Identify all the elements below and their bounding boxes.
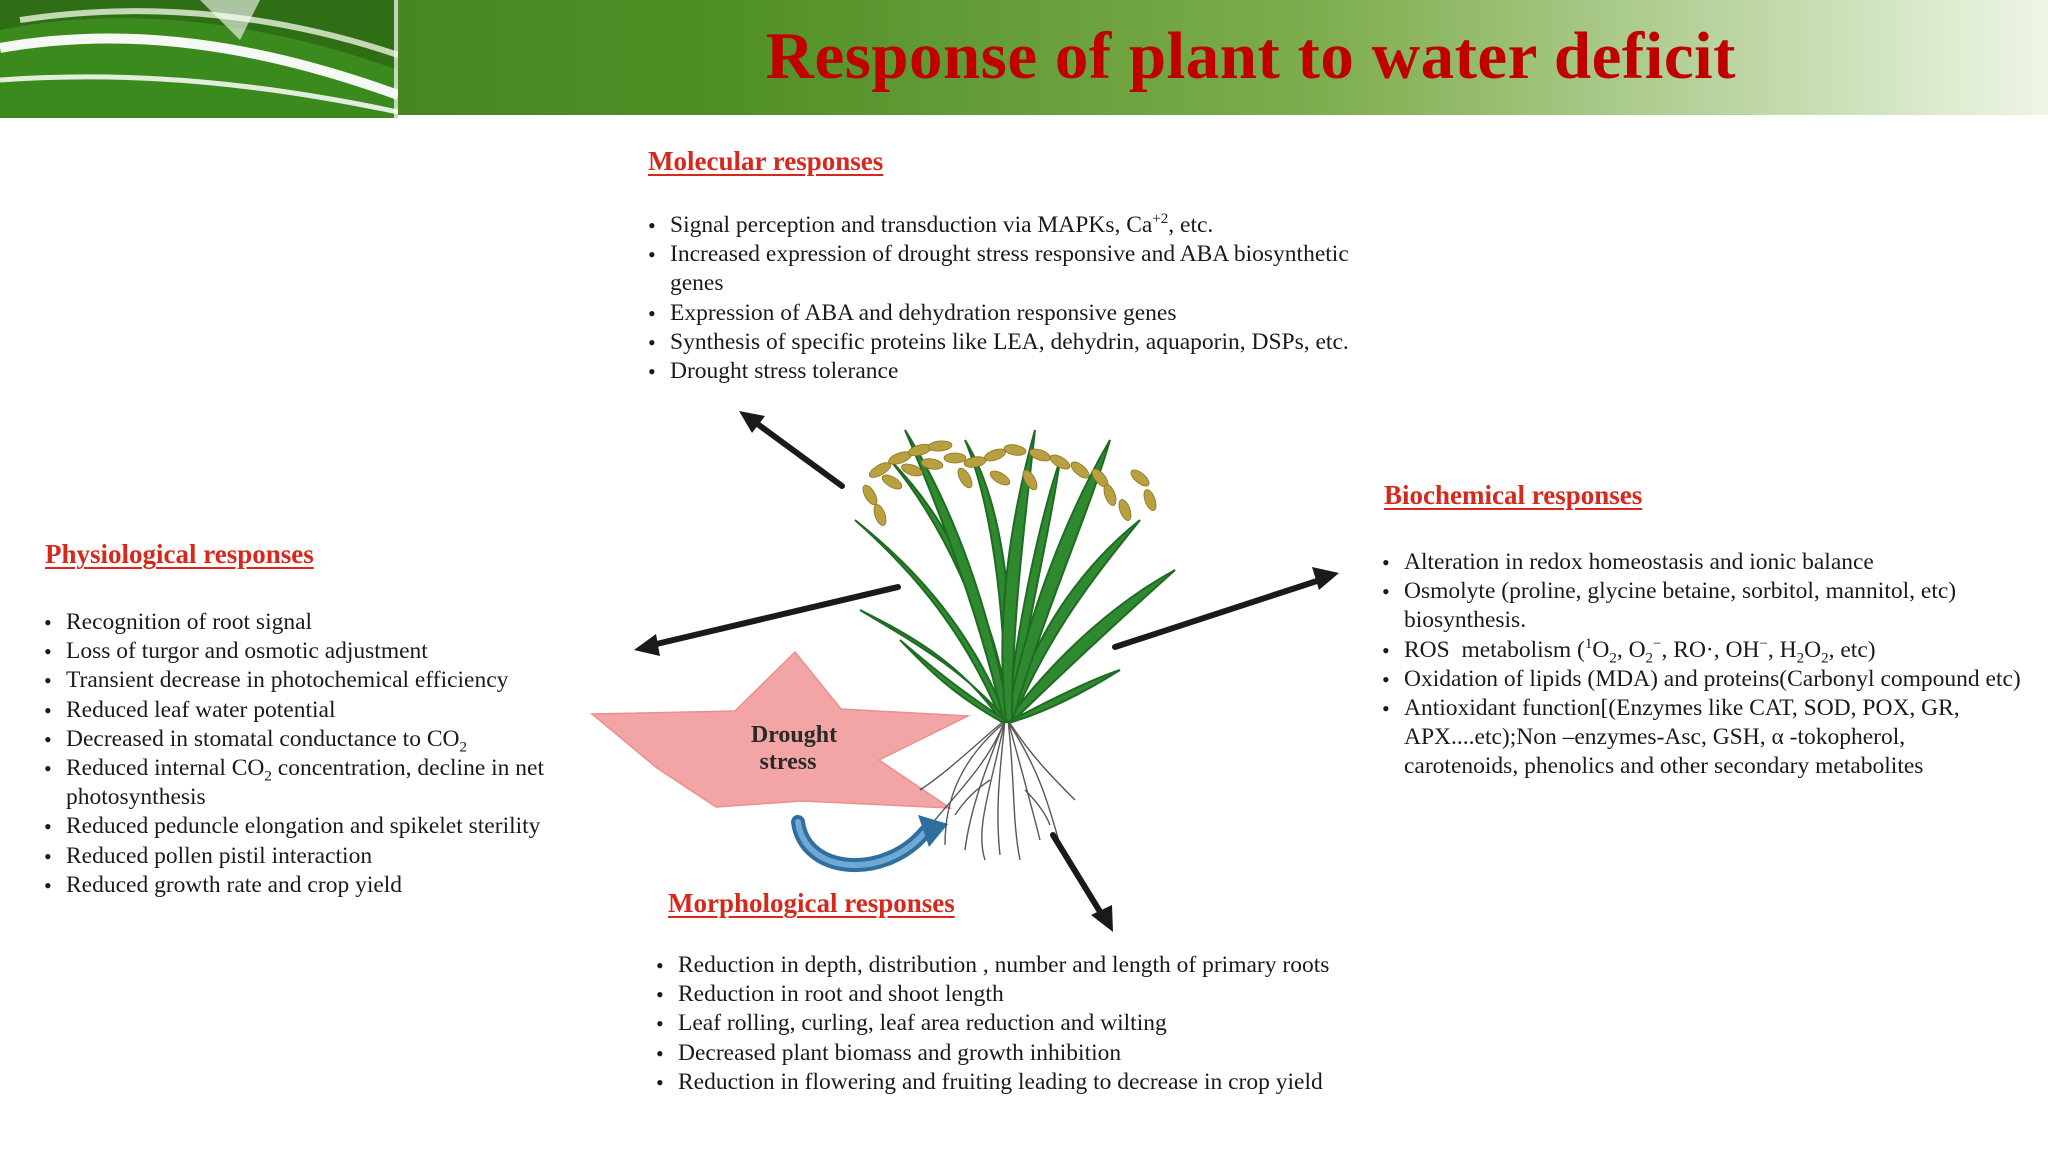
list-item: Expression of ABA and dehydration respon…: [648, 299, 1388, 328]
morphological-heading: Morphological responses: [668, 888, 955, 918]
list-item: Signal perception and transduction via M…: [648, 211, 1388, 240]
morphological-list: Reduction in depth, distribution , numbe…: [656, 951, 1456, 1097]
list-item: Oxidation of lipids (MDA) and proteins(C…: [1382, 665, 2022, 694]
arrow-to-physiological: [645, 584, 901, 649]
physiological-heading: Physiological responses: [45, 539, 314, 569]
biochemical-list: Alteration in redox homeostasis and ioni…: [1382, 548, 2022, 782]
list-item: Transient decrease in photochemical effi…: [44, 666, 644, 695]
arrow-to-biochemical: [1112, 577, 1323, 650]
list-item: Recognition of root signal: [44, 608, 644, 637]
list-item: Reduction in flowering and fruiting lead…: [656, 1068, 1456, 1097]
drought-label-line1: Drought: [751, 722, 837, 748]
list-item: ROS metabolism (1O2, O2−, RO·, OH−, H2O2…: [1382, 636, 2022, 666]
list-item: Loss of turgor and osmotic adjustment: [44, 637, 644, 666]
list-item: Alteration in redox homeostasis and ioni…: [1382, 548, 2022, 577]
list-item: Osmolyte (proline, glycine betaine, sorb…: [1382, 577, 2022, 635]
list-item: Leaf rolling, curling, leaf area reducti…: [656, 1009, 1456, 1038]
arrow-to-molecular: [749, 417, 845, 489]
molecular-heading: Molecular responses: [648, 146, 884, 176]
list-item: Drought stress tolerance: [648, 357, 1388, 386]
rice-plant-illustration: [854, 429, 1176, 861]
banner-swoosh-decoration: [0, 0, 398, 118]
drought-label-line2: stress: [760, 749, 817, 775]
physiological-list: Recognition of root signal Loss of turgo…: [44, 608, 644, 900]
list-item: Reduced peduncle elongation and spikelet…: [44, 812, 644, 841]
page-title: Response of plant to water deficit: [765, 19, 1736, 93]
list-item: Reduced growth rate and crop yield: [44, 871, 644, 900]
molecular-list: Signal perception and transduction via M…: [648, 211, 1388, 386]
biochemical-heading: Biochemical responses: [1384, 480, 1643, 510]
list-item: Increased expression of drought stress r…: [648, 240, 1388, 298]
list-item: Synthesis of specific proteins like LEA,…: [648, 328, 1388, 357]
arrow-to-morphological: [1050, 832, 1105, 918]
list-item: Antioxidant function[(Enzymes like CAT, …: [1382, 694, 2022, 782]
list-item: Reduced internal CO2 concentration, decl…: [44, 754, 644, 812]
list-item: Reduced pollen pistil interaction: [44, 842, 644, 871]
cycle-arrow-icon: [791, 815, 948, 873]
list-item: Decreased plant biomass and growth inhib…: [656, 1039, 1456, 1068]
list-item: Reduction in root and shoot length: [656, 980, 1456, 1009]
list-item: Reduction in depth, distribution , numbe…: [656, 951, 1456, 980]
list-item: Reduced leaf water potential: [44, 696, 644, 725]
direction-arrows: [645, 417, 1323, 918]
list-item: Decreased in stomatal conductance to CO2: [44, 725, 644, 755]
